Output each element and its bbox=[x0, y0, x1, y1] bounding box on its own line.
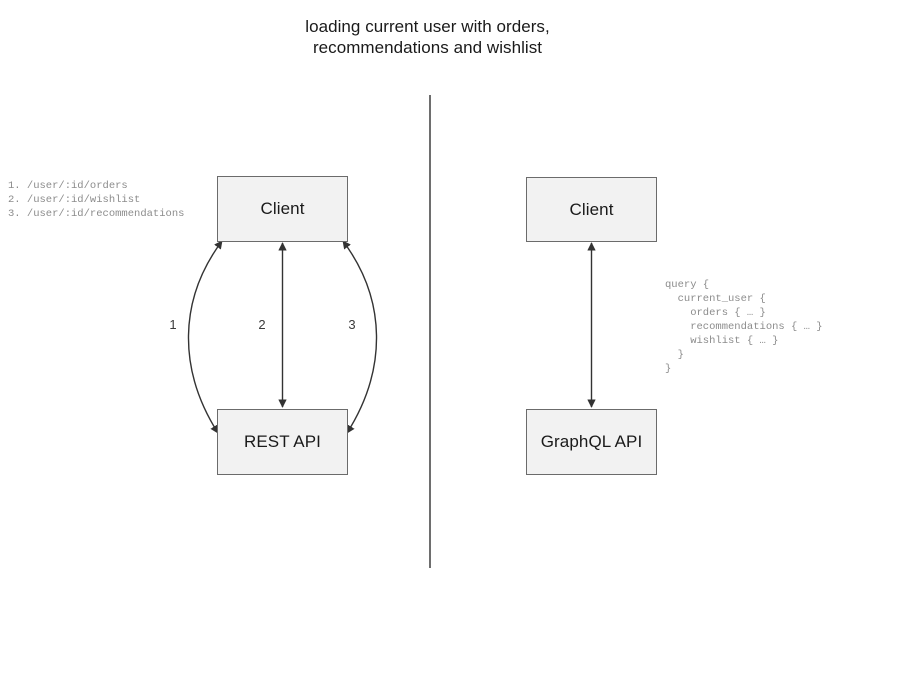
node-rest-api-label: REST API bbox=[243, 432, 322, 451]
node-client-graphql-label: Client bbox=[569, 199, 614, 219]
node-client-rest[interactable]: Client bbox=[217, 176, 348, 242]
graphql-query-annotation: query { current_user { orders { … } reco… bbox=[665, 279, 823, 375]
diagram-title-line-2: recommendations and wishlist bbox=[312, 38, 543, 57]
node-client-graphql[interactable]: Client bbox=[526, 177, 657, 242]
node-graphql-api-label: GraphQL API bbox=[540, 432, 643, 451]
edge-client-restapi-3 bbox=[342, 240, 378, 434]
edge-label-1: 1 bbox=[169, 317, 177, 332]
node-rest-api[interactable]: REST API bbox=[217, 409, 348, 475]
edge-label-3: 3 bbox=[348, 317, 356, 332]
diagram-title: loading current user with orders, recomm… bbox=[0, 16, 855, 58]
edge-label-2: 2 bbox=[258, 317, 266, 332]
edge-client-restapi-1 bbox=[187, 240, 223, 434]
node-client-rest-label: Client bbox=[260, 199, 305, 218]
rest-endpoints-annotation: 1. /user/:id/orders 2. /user/:id/wishlis… bbox=[8, 180, 185, 220]
node-graphql-api[interactable]: GraphQL API bbox=[526, 409, 657, 475]
diagram-title-line-1: loading current user with orders, bbox=[305, 17, 550, 36]
panel-divider bbox=[429, 95, 431, 568]
